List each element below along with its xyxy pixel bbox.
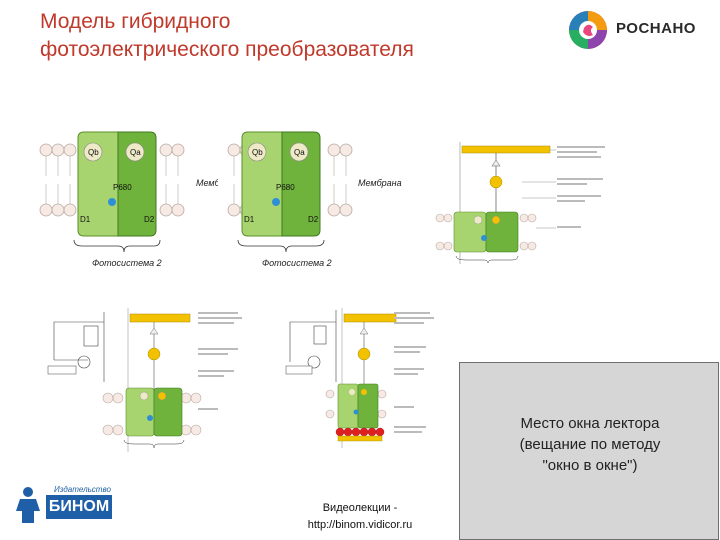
label-p680: P680 [113, 183, 132, 192]
membrane-label-1: Мембр [196, 178, 218, 188]
photosystem-diagram-2: Qb Qa P680 D1 D2 Мембрана Фотосистема 2 [227, 131, 402, 268]
label-qa-2: Qa [294, 148, 305, 157]
title-line-1: Модель гибридного [40, 10, 231, 33]
title-line-2: фотоэлектрического преобразователя [40, 38, 414, 61]
lecturer-text-line-1: Место окна лектора [520, 415, 660, 432]
photosystem-caption-1: Фотосистема 2 [92, 258, 162, 268]
lecturer-text-line-3: "окно в окне") [542, 457, 638, 474]
binom-figure-icon [16, 487, 40, 523]
photosystem-figure-2: Qb Qa P680 D1 D2 Мембрана Фотосистема 2 [216, 128, 406, 273]
publisher-name: БИНОМ [46, 495, 112, 519]
photosystem-caption-2: Фотосистема 2 [262, 258, 332, 268]
page-title: Модель гибридного фотоэлектрического пре… [40, 8, 560, 64]
rosnano-logo-text: РОСНАНО [616, 20, 696, 37]
video-lectures-link[interactable]: Видеолекции - http://binom.vidicor.ru [285, 500, 435, 534]
label-p680-2: P680 [276, 183, 295, 192]
hybrid-schematic-1 [426, 132, 616, 272]
label-d2-2: D2 [308, 215, 319, 224]
lecturer-window-text: Место окна лектора (вещание по методу "о… [500, 413, 680, 476]
label-qb-2: Qb [252, 148, 263, 157]
membrane-label-2: Мембрана [358, 178, 402, 188]
hybrid-diagram-3 [285, 308, 434, 448]
hybrid-diagram-2 [47, 308, 242, 452]
label-qa: Qa [130, 148, 141, 157]
photosystem-diagram-1: Qb Qa P680 D1 D2 Мембр Фотосистема 2 [39, 131, 218, 268]
video-lectures-url[interactable]: http://binom.vidicor.ru [307, 519, 413, 531]
hybrid-diagram-1 [435, 142, 605, 264]
photosystem-figure-1: Qb Qa P680 D1 D2 Мембр Фотосистема 2 [38, 128, 218, 273]
hybrid-schematic-3 [284, 302, 444, 452]
lecturer-text-line-2: (вещание по методу [519, 436, 661, 453]
video-lectures-label: Видеолекции - [322, 502, 398, 514]
label-qb: Qb [88, 148, 99, 157]
lecturer-window-placeholder: Место окна лектора (вещание по методу "о… [459, 362, 719, 540]
rosnano-emblem-icon [569, 11, 607, 49]
publisher-small-label: Издательство [54, 485, 111, 494]
label-d1-2: D1 [244, 215, 255, 224]
hybrid-schematic-2 [44, 302, 244, 462]
binom-publisher-logo: Издательство БИНОМ [14, 485, 114, 525]
rosnano-logo: РОСНАНО [566, 8, 716, 52]
label-d1: D1 [80, 215, 91, 224]
label-d2: D2 [144, 215, 155, 224]
